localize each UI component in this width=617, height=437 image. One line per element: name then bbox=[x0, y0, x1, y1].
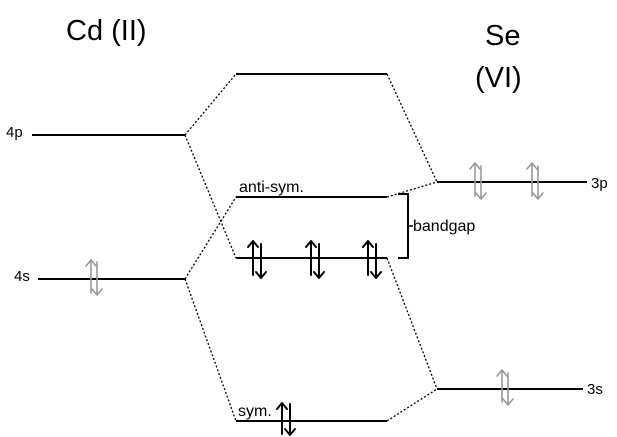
corr-cd4p-top bbox=[184, 73, 237, 136]
corr-cd4s-sym bbox=[184, 278, 237, 422]
electron-pair-filled-2-icon bbox=[305, 240, 325, 279]
corr-sym-se3s bbox=[386, 388, 438, 422]
corr-filled-se3s bbox=[386, 257, 438, 390]
cd-4s-label: 4s bbox=[14, 268, 30, 285]
electron-pair-se3p-2-icon bbox=[526, 162, 544, 200]
corr-cd4p-filled bbox=[184, 134, 237, 259]
bandgap-label: bandgap bbox=[413, 218, 475, 235]
electron-pair-cd4s-icon bbox=[85, 259, 103, 296]
sym-label: sym. bbox=[238, 403, 272, 420]
electron-pair-filled-1-icon bbox=[247, 240, 267, 279]
electron-pair-se3p-1-icon bbox=[469, 162, 487, 200]
corr-anti-se3p bbox=[386, 181, 438, 198]
cd-heading: Cd (II) bbox=[66, 15, 147, 47]
corr-cd4s-anti bbox=[184, 196, 237, 280]
electron-pair-filled-3-icon bbox=[362, 240, 382, 279]
se-3p-label: 3p bbox=[591, 175, 608, 192]
anti-sym-label: anti-sym. bbox=[239, 179, 304, 196]
se-heading-line2: (VI) bbox=[475, 62, 522, 94]
correlation-lines bbox=[184, 73, 438, 422]
corr-top-se3p bbox=[386, 73, 438, 183]
bandgap-bracket bbox=[398, 193, 409, 259]
se-heading-line1: Se bbox=[485, 20, 520, 52]
electron-pair-se3s-icon bbox=[496, 369, 514, 406]
se-3s-label: 3s bbox=[587, 381, 603, 398]
electron-pair-sym-icon bbox=[276, 402, 296, 436]
cd-4p-label: 4p bbox=[6, 124, 23, 141]
